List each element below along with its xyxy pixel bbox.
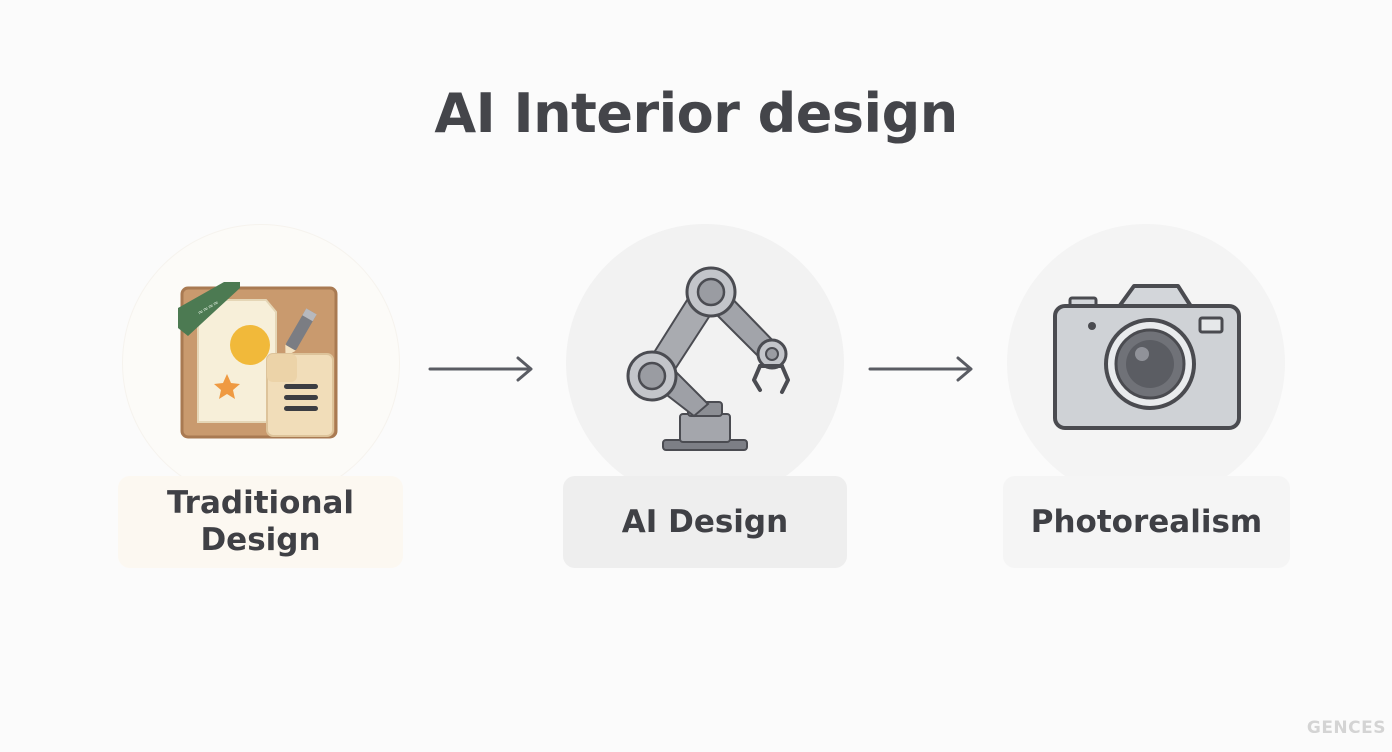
traditional-design-label-box: Traditional Design <box>118 476 403 568</box>
ai-design-label: AI Design <box>621 503 789 540</box>
photorealism-label-box: Photorealism <box>1003 476 1290 568</box>
page-title: AI Interior design <box>434 82 958 145</box>
arrow-right-icon <box>428 356 533 382</box>
watermark-logo: GENCES <box>1306 718 1386 738</box>
camera-icon <box>1053 284 1241 430</box>
ai-design-label-box: AI Design <box>563 476 847 568</box>
traditional-design-label: Traditional Design <box>166 485 355 558</box>
arrow-right-icon <box>868 356 973 382</box>
traditional-design-icon: ≈≈≈≈ <box>178 282 338 439</box>
photorealism-label: Photorealism <box>1030 503 1263 540</box>
robot-arm-icon <box>626 266 790 451</box>
